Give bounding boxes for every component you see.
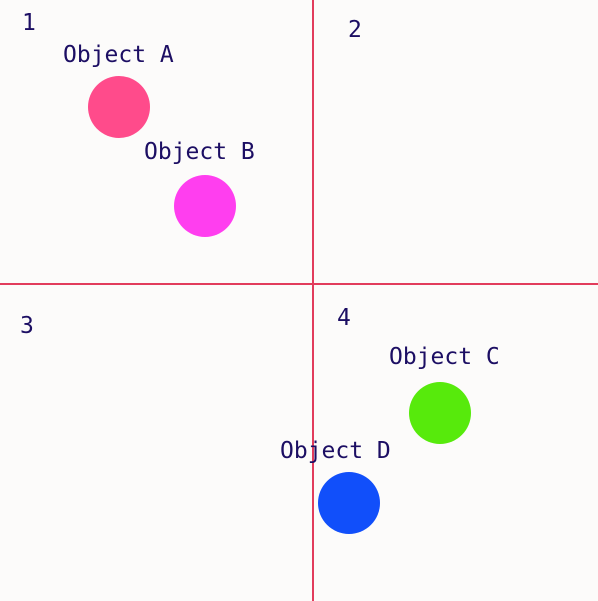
object-d-circle [318, 472, 380, 534]
object-a-label: Object A [63, 42, 174, 68]
quadrant-number-1: 1 [22, 10, 36, 36]
quadrant-number-2: 2 [348, 17, 362, 43]
object-c-label: Object C [389, 344, 500, 370]
vertical-divider-line [312, 0, 314, 601]
quadrant-number-4: 4 [337, 305, 351, 331]
object-c-circle [409, 382, 471, 444]
object-b-circle [174, 175, 236, 237]
horizontal-divider-line [0, 283, 598, 285]
quadrant-number-3: 3 [20, 313, 34, 339]
object-d-label: Object D [280, 438, 391, 464]
object-b-label: Object B [144, 139, 255, 165]
object-a-circle [88, 76, 150, 138]
